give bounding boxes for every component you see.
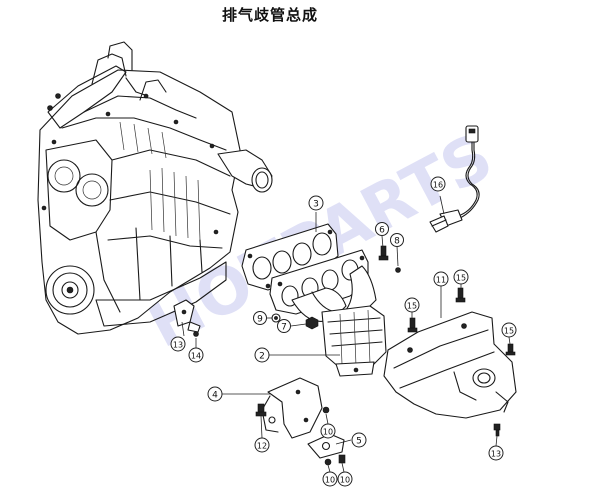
small-bracket-part [173,299,201,333]
svg-text:2: 2 [259,352,265,362]
svg-text:10: 10 [325,476,335,485]
callout-c7: 7 [277,319,291,333]
support-bracket-part [261,377,323,439]
svg-text:11: 11 [436,276,446,285]
callout-c3: 3 [308,195,324,211]
callout-c10b: 10 [322,471,338,487]
svg-text:14: 14 [191,352,201,361]
leader-lines [181,195,511,473]
callout-c13b: 13 [488,445,504,461]
callout-c13a: 13 [170,336,186,352]
callout-c14: 14 [188,347,204,363]
callout-c10a: 10 [320,423,336,439]
oxygen-sensor-part [429,125,480,233]
callout-c9: 9 [253,311,267,325]
svg-text:15: 15 [407,302,417,311]
svg-text:12: 12 [257,442,267,451]
svg-text:15: 15 [456,274,466,283]
heat-shield-part [383,311,517,419]
fasteners [193,245,516,466]
svg-text:7: 7 [281,323,287,333]
callout-c2: 2 [254,347,270,363]
svg-text:16: 16 [433,181,443,190]
svg-text:3: 3 [313,200,319,210]
callout-c15b: 15 [404,297,420,313]
callout-c15a: 15 [453,269,469,285]
callout-c8: 8 [390,233,404,247]
callout-c10c: 10 [337,471,353,487]
callout-c6: 6 [375,222,389,236]
svg-text:4: 4 [212,391,218,401]
page-title: 排气歧管总成 [221,6,318,24]
svg-text:13: 13 [173,341,183,350]
svg-text:15: 15 [504,327,514,336]
exhaust-manifold-part [269,249,387,377]
callout-c15c: 15 [501,322,517,338]
callout-c12: 12 [254,437,270,453]
callout-c5: 5 [351,432,367,448]
callout-c11: 11 [433,271,449,287]
svg-text:13: 13 [491,450,501,459]
callout-c16: 16 [430,176,446,192]
lower-bracket-part [307,433,345,459]
svg-text:9: 9 [257,315,263,325]
engine-block-drawing [37,41,273,335]
svg-text:5: 5 [356,437,362,447]
svg-text:10: 10 [323,428,333,437]
svg-text:6: 6 [379,226,385,236]
callout-c4: 4 [207,386,223,402]
svg-text:8: 8 [394,237,400,247]
svg-text:10: 10 [340,476,350,485]
